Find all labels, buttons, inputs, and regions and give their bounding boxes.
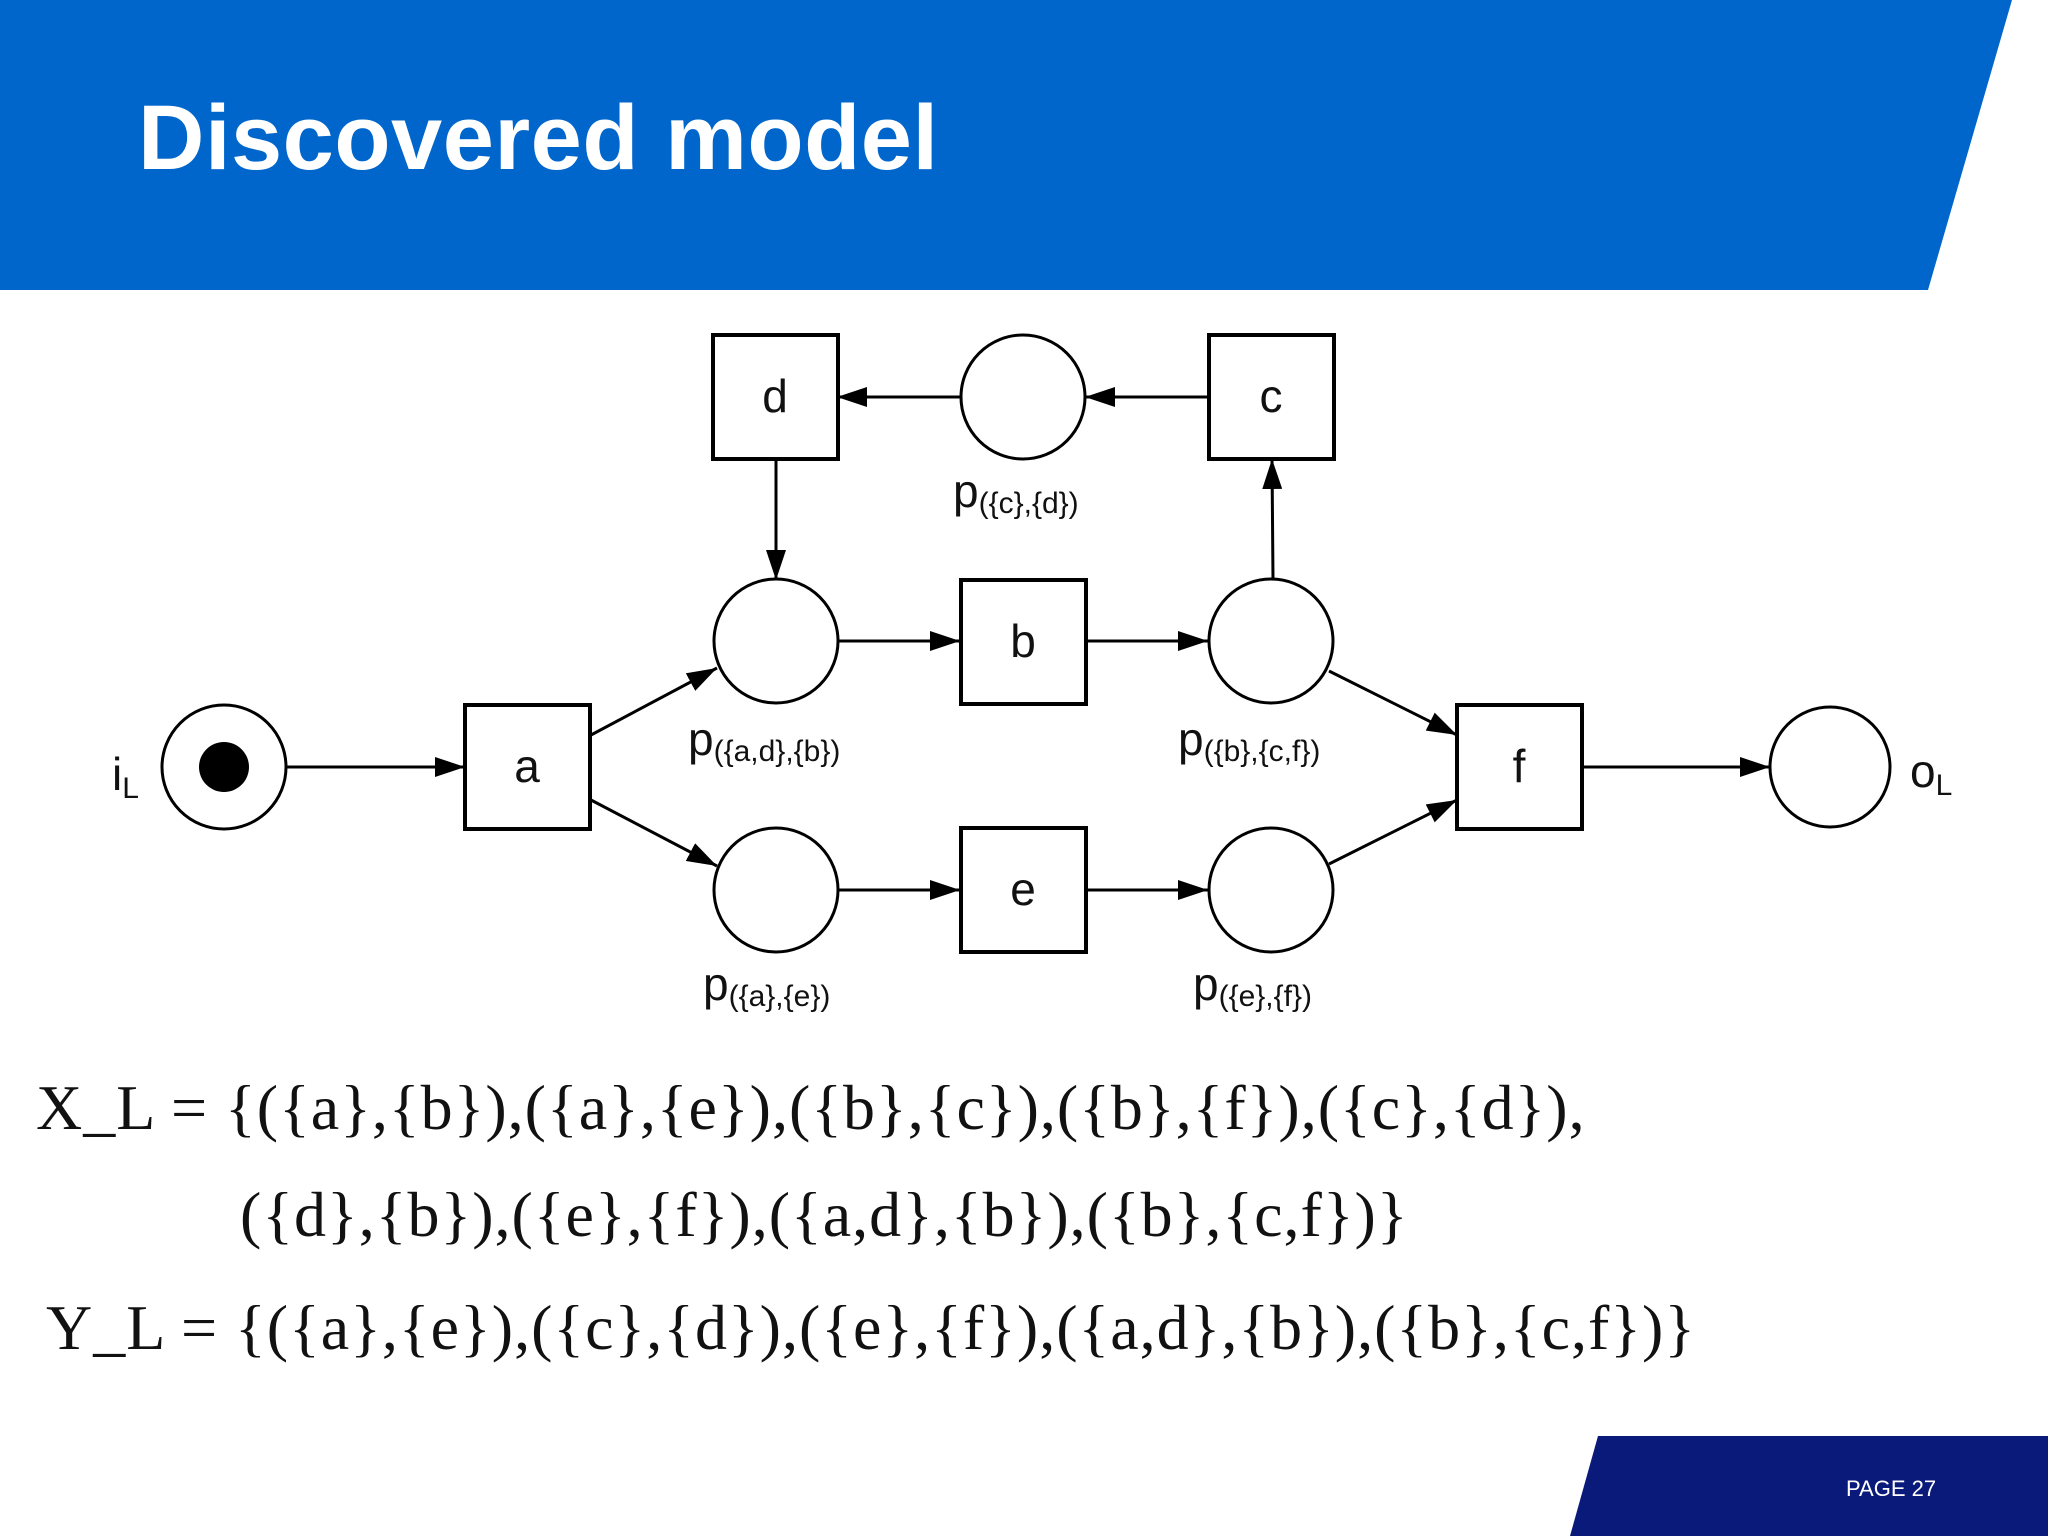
place-p-ad-b-label: p({a,d},{b}) [688, 713, 840, 768]
transition-c-label: c [1260, 370, 1283, 422]
page-number: PAGE 27 [1846, 1476, 1937, 1501]
place-p-e-f [1207, 826, 1335, 954]
transition-e-label: e [1010, 863, 1036, 915]
transition-f [1455, 703, 1584, 831]
arc-a-to-p-a-e [590, 798, 718, 868]
transition-d [711, 333, 840, 461]
place-p-ad-b [712, 577, 840, 705]
arc-p-b-cf-to-c [1262, 458, 1283, 581]
transition-a [463, 703, 592, 831]
place-p-c-d-label: p({c},{d}) [953, 465, 1079, 520]
place-p-a-e [712, 826, 840, 954]
transition-c [1207, 333, 1336, 461]
arc-p-b-cf-to-f [1328, 669, 1458, 737]
arc-a-to-p-ad-b [590, 666, 718, 737]
page-title: Discovered model [138, 87, 939, 189]
token-icon [199, 742, 249, 792]
footer-band [1570, 1436, 2048, 1536]
transition-e [959, 826, 1088, 954]
place-p-e-f-label: p({e},{f}) [1193, 958, 1312, 1013]
place-output-label: oL [1910, 745, 1952, 802]
formula-x-line-2: ({d},{b}),({e},{f}),({a,d},{b}),({b},{c,… [240, 1179, 1409, 1250]
transition-b-label: b [1010, 615, 1036, 667]
place-p-b-cf [1207, 577, 1335, 705]
transition-f-label: f [1513, 740, 1526, 792]
transition-b [959, 578, 1088, 706]
header-banner [0, 0, 2012, 290]
place-p-b-cf-label: p({b},{c,f}) [1178, 713, 1320, 768]
arc-p-e-f-to-f [1328, 798, 1458, 866]
place-p-a-e-label: p({a},{e}) [703, 958, 830, 1013]
place-input-label: iL [112, 748, 139, 805]
transition-a-label: a [514, 740, 540, 792]
place-output [1768, 705, 1892, 829]
formula-y-line: Y_L = {({a},{e}),({c},{d}),({e},{f}),({a… [46, 1292, 1697, 1363]
formula-x-line-1: X_L = {({a},{b}),({a},{e}),({b},{c}),({b… [36, 1072, 1586, 1143]
place-p-c-d [959, 333, 1087, 461]
transition-d-label: d [762, 370, 788, 422]
